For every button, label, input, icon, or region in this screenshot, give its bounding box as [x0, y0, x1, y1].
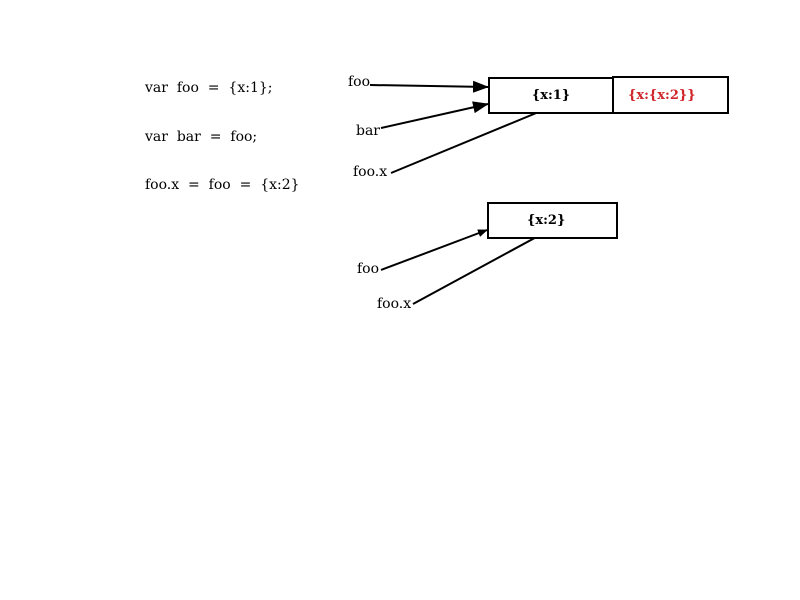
code-line-assign-chain: foo.x = foo = {x:2}: [145, 177, 300, 193]
code-line-declare-bar: var bar = foo;: [145, 129, 258, 145]
code-line-declare-foo: var foo = {x:1};: [145, 80, 273, 96]
arrow-foo-x-to-x2: [412, 227, 554, 305]
label-foo-top: foo: [348, 74, 371, 90]
arrow-bar-to-x1: [380, 101, 489, 129]
arrow-foo-to-x1: [369, 80, 489, 93]
label-foo-bottom: foo: [357, 261, 380, 277]
object-box-x2-text: {x:2}: [527, 213, 566, 228]
object-box-x2: {x:2}: [487, 202, 618, 239]
arrow-foo-to-x2: [380, 229, 488, 271]
property-box-x-x2: {x:{x:2}}: [612, 76, 729, 114]
label-foo-x-bottom: foo.x: [377, 296, 412, 312]
label-foo-x-top: foo.x: [353, 164, 388, 180]
label-bar-top: bar: [356, 123, 381, 139]
property-box-x-x2-text: {x:{x:2}}: [628, 87, 696, 103]
object-box-x1-text: {x:1}: [531, 88, 571, 103]
arrow-foo-x-to-x1: [390, 103, 559, 174]
object-box-x1: {x:1}: [488, 77, 614, 114]
